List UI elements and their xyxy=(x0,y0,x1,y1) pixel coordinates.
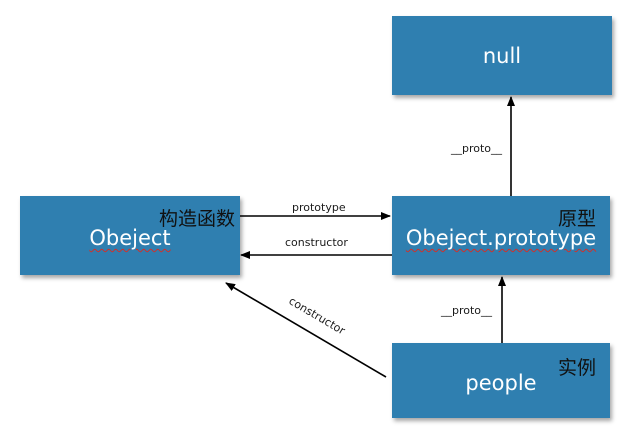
node-null: null xyxy=(392,16,612,95)
node-people-tag: 实例 xyxy=(557,357,596,379)
edge-constructor-people-label: constructor xyxy=(286,294,347,337)
edge-constructor-people xyxy=(225,282,387,378)
node-people-label: people xyxy=(465,371,537,395)
node-object-prototype-label-text: Obeject.prototype xyxy=(405,226,597,250)
node-object-prototype-tag: 原型 xyxy=(557,208,596,230)
node-object-label: Obeject xyxy=(20,226,240,250)
node-object-tag: 构造函数 xyxy=(158,208,235,230)
edge-proto-to-null-label: __proto__ xyxy=(450,142,503,155)
node-object-prototype-label: Obeject.prototype xyxy=(392,226,610,250)
edge-prototype-label: prototype xyxy=(292,201,346,214)
edge-constructor-top-label: constructor xyxy=(285,236,348,249)
node-people: 实例 people xyxy=(392,343,610,418)
node-null-label: null xyxy=(482,44,522,68)
edge-proto-people-label: __proto__ xyxy=(440,304,493,317)
node-object-prototype: 原型 Obeject.prototype xyxy=(392,196,610,275)
node-object-label-text: Obeject xyxy=(89,226,171,250)
node-object: 构造函数 Obeject xyxy=(20,196,240,275)
